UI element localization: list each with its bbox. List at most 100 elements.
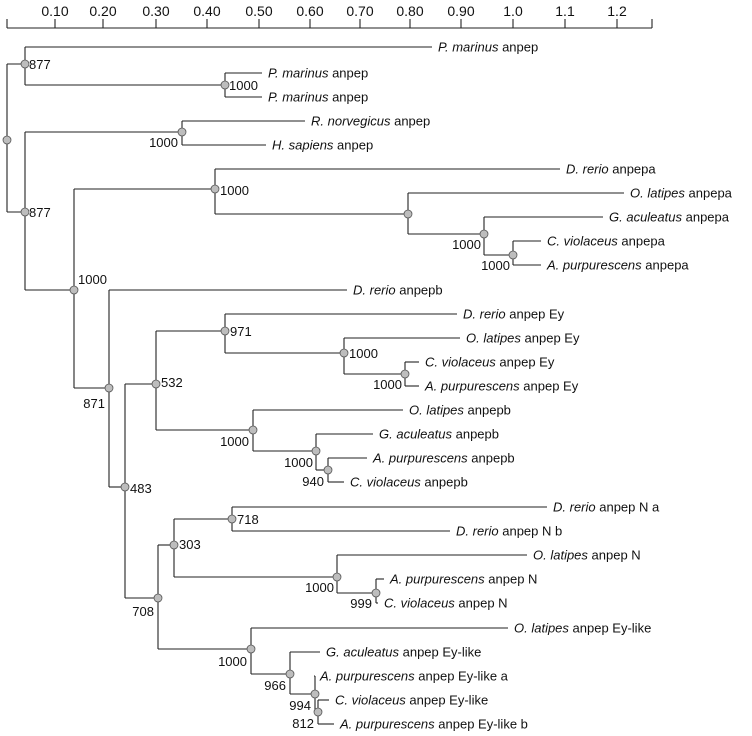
scale-tick-label: 0.90 [447,3,474,19]
leaf-gene: anpepa [682,210,730,225]
bootstrap-value: 877 [29,205,51,220]
leaf-gene: anpepb [468,451,515,466]
bootstrap-value: 708 [132,604,154,619]
leaf-gene: anpep [498,40,538,55]
leaf-species: O. latipes [533,548,588,563]
bootstrap-value: 994 [289,698,311,713]
bootstrap-labels: 8771000100087710001000100010008715329711… [29,57,510,731]
scale-tick-label: 0.50 [245,3,272,19]
leaf-gene: anpep [390,114,430,129]
bootstrap-value: 1000 [78,272,107,287]
scale-tick-label: 1.0 [503,3,523,19]
leaf-label: D. rerio anpep N a [553,500,660,515]
tree-node-marker [20,59,30,69]
tree-nodes [2,59,518,717]
leaf-label: G. aculeatus anpep Ey-like [326,645,481,660]
leaf-label: H. sapiens anpep [272,138,373,153]
leaf-species: A. purpurescens [546,258,642,273]
leaf-species: O. latipes [630,186,685,201]
leaf-species: A. purpurescens [372,451,468,466]
leaf-label: O. latipes anpep N [533,548,641,563]
leaf-species: A. purpurescens [339,717,435,732]
leaf-label: C. violaceus anpep Ey [425,355,555,370]
tree-node-marker [285,669,295,679]
leaf-gene: anpepb [396,283,443,298]
leaf-species: G. aculeatus [326,645,399,660]
bootstrap-value: 966 [264,678,286,693]
leaf-gene: anpep Ey-like a [415,669,509,684]
leaf-species: O. latipes [466,331,521,346]
leaf-gene: anpep Ey-like [399,645,481,660]
leaf-gene: anpep [328,66,368,81]
leaf-species: D. rerio [456,524,499,539]
leaf-species: D. rerio [566,162,609,177]
tree-node-marker [20,207,30,217]
bootstrap-value: 1000 [149,135,178,150]
leaf-label: P. marinus anpep [438,40,538,55]
leaf-species: O. latipes [514,621,569,636]
leaf-gene: anpep [333,138,373,153]
leaf-gene: anpep Ey-like b [435,717,528,732]
leaf-gene: anpepa [685,186,733,201]
tree-node-marker [177,127,187,137]
leaf-gene: anpep Ey-like [406,693,488,708]
scale-tick-label: 1.2 [607,3,627,19]
tree-node-marker [227,514,237,524]
leaf-gene: anpepa [642,258,690,273]
tree-node-marker [220,80,230,90]
tree-node-marker [69,285,79,295]
leaf-gene: anpep Ey [496,355,555,370]
leaf-label: D. rerio anpepa [566,162,656,177]
leaf-species: P. marinus [268,90,329,105]
bootstrap-value: 1000 [229,78,258,93]
tree-node-marker [120,482,130,492]
bootstrap-value: 1000 [218,654,247,669]
leaf-species: A. purpurescens [389,572,485,587]
tree-node-marker [246,644,256,654]
tree-node-marker [104,383,114,393]
leaf-label: C. violaceus anpepb [350,475,468,490]
bootstrap-value: 812 [292,716,314,731]
leaf-gene: anpep N a [596,500,660,515]
tree-node-marker [339,348,349,358]
leaf-species: A. purpurescens [319,669,415,684]
leaf-species: C. violaceus [335,693,406,708]
scale-tick-label: 0.70 [346,3,373,19]
leaf-label: A. purpurescens anpep N [389,572,537,587]
leaf-species: C. violaceus [547,234,618,249]
bootstrap-value: 718 [237,512,259,527]
scale-tick-label: 0.40 [193,3,220,19]
leaf-species: H. sapiens [272,138,334,153]
leaf-gene: anpep N [588,548,641,563]
bootstrap-value: 1000 [452,237,481,252]
leaf-label: A. purpurescens anpep Ey-like b [339,717,528,732]
leaf-species: R. norvegicus [311,114,391,129]
leaf-gene: anpep Ey [520,379,579,394]
leaf-label: O. latipes anpep Ey [466,331,580,346]
leaf-gene: anpep Ey [506,307,565,322]
leaf-species: C. violaceus [384,596,455,611]
leaf-species: P. marinus [268,66,329,81]
leaf-label: O. latipes anpepb [409,403,511,418]
leaf-gene: anpep N [485,572,538,587]
tree-node-marker [323,465,333,475]
tree-node-marker [153,593,163,603]
leaf-species: G. aculeatus [379,427,452,442]
bootstrap-value: 1000 [220,183,249,198]
tree-node-marker [400,369,410,379]
bootstrap-value: 877 [29,57,51,72]
leaf-species: G. aculeatus [609,210,682,225]
tree-node-marker [310,689,320,699]
scale-tick-label: 0.10 [41,3,68,19]
leaf-gene: anpepb [421,475,468,490]
scale-tick-label: 0.60 [296,3,323,19]
tree-node-marker [151,379,161,389]
scale-tick-label: 0.80 [396,3,423,19]
leaf-label: A. purpurescens anpep Ey [424,379,579,394]
leaf-label: P. marinus anpep [268,90,368,105]
leaf-species: D. rerio [553,500,596,515]
bootstrap-value: 1000 [220,434,249,449]
